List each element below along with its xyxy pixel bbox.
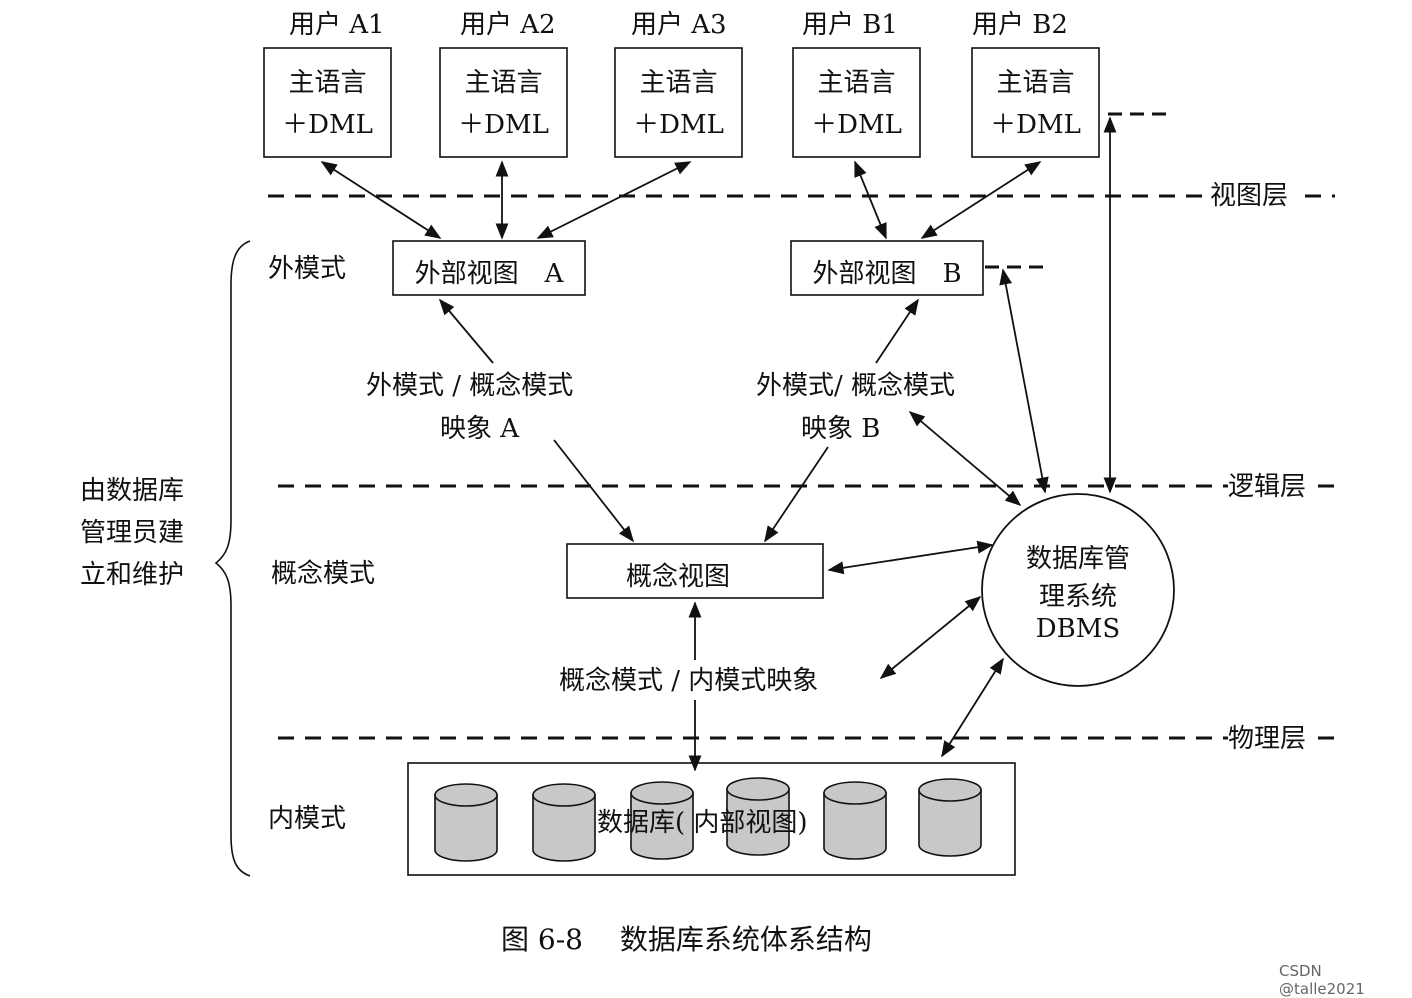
user-label-b1: 用户 B1 bbox=[802, 10, 898, 40]
internal-schema-label: 内模式 bbox=[268, 804, 347, 834]
mapping-b-line2: 映象 B bbox=[801, 414, 881, 444]
maintainer-line-2: 管理员建 bbox=[80, 518, 185, 548]
user-box-b2-line1: 主语言 bbox=[996, 68, 1075, 98]
mapping-b-line1: 外模式/ 概念模式 bbox=[756, 371, 956, 401]
maintainer-line-3: 立和维护 bbox=[80, 560, 185, 590]
user-box-a3 bbox=[614, 47, 743, 158]
dbms-line2: 理系统 bbox=[1038, 582, 1117, 612]
user-box-b2-line2: ＋DML bbox=[990, 110, 1081, 140]
cylinders bbox=[434, 777, 982, 862]
user-label-a1: 用户 A1 bbox=[289, 10, 385, 40]
conceptual-view-label: 概念视图 bbox=[625, 562, 730, 592]
user-box-a1 bbox=[263, 47, 392, 158]
user-box-b1 bbox=[792, 47, 921, 158]
view-layer-label: 视图层 bbox=[1210, 181, 1289, 211]
user-label-a2: 用户 A2 bbox=[460, 10, 556, 40]
figure-caption: 图 6-8 数据库系统体系结构 bbox=[501, 923, 872, 956]
logical-layer-label: 逻辑层 bbox=[1228, 472, 1307, 502]
dbms-line1: 数据库管 bbox=[1025, 544, 1130, 574]
user-box-a2-line1: 主语言 bbox=[464, 68, 543, 98]
external-view-a-box bbox=[392, 240, 586, 296]
user-box-b1-line2: ＋DML bbox=[811, 110, 902, 140]
user-box-a1-line1: 主语言 bbox=[288, 68, 367, 98]
internal-view-label: 数据库( 内部视图) bbox=[597, 808, 808, 838]
external-view-a-label: 外部视图 A bbox=[414, 259, 564, 289]
mapping-a-line2: 映象 A bbox=[440, 414, 520, 444]
external-view-b-label: 外部视图 B bbox=[812, 259, 962, 289]
user-box-a1-line2: ＋DML bbox=[282, 110, 373, 140]
user-box-b1-line1: 主语言 bbox=[817, 68, 896, 98]
user-box-a3-line1: 主语言 bbox=[639, 68, 718, 98]
physical-layer-label: 物理层 bbox=[1228, 724, 1307, 754]
user-label-b2: 用户 B2 bbox=[972, 10, 1068, 40]
user-label-a3: 用户 A3 bbox=[631, 10, 727, 40]
maintainer-line-1: 由数据库 bbox=[80, 476, 185, 506]
maintainer-brace bbox=[214, 240, 251, 877]
user-box-b2 bbox=[971, 47, 1100, 158]
watermark: CSDN @talle2021 bbox=[1279, 962, 1365, 998]
mapping-conceptual-internal: 概念模式 / 内模式映象 bbox=[559, 666, 819, 696]
conceptual-schema-label: 概念模式 bbox=[271, 559, 376, 589]
user-box-a2-line2: ＋DML bbox=[458, 110, 549, 140]
database-container bbox=[407, 762, 1016, 876]
dbms-line3: DBMS bbox=[1035, 614, 1121, 644]
mapping-a-line1: 外模式 / 概念模式 bbox=[366, 371, 574, 401]
user-box-a3-line2: ＋DML bbox=[633, 110, 724, 140]
external-view-b-box bbox=[790, 240, 984, 296]
user-box-a2 bbox=[439, 47, 568, 158]
dbms-circle bbox=[981, 493, 1175, 687]
conceptual-view-box bbox=[566, 543, 824, 599]
external-schema-label: 外模式 bbox=[268, 254, 347, 284]
